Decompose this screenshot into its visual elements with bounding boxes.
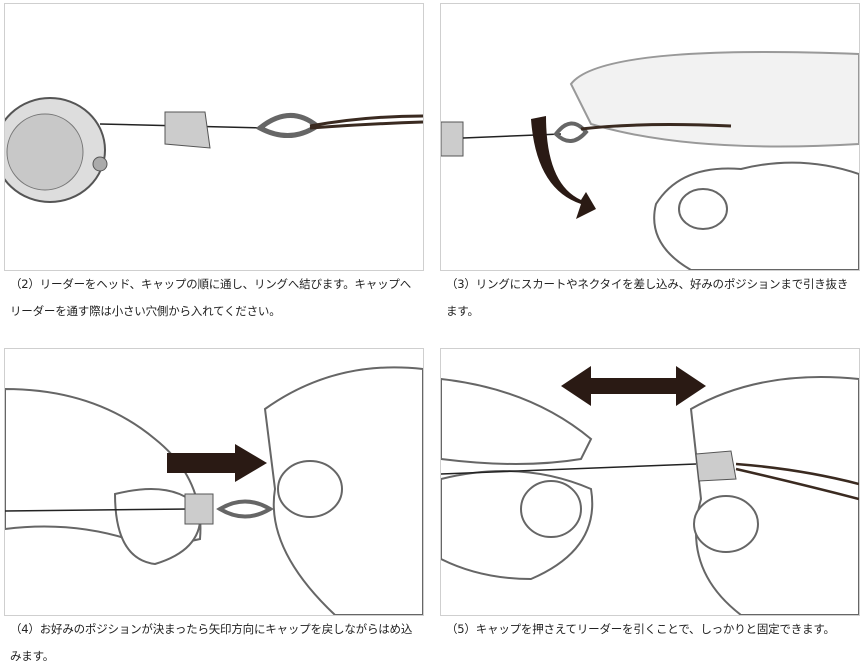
step-3: （3）リングにスカートやネクタイを差し込み、好みのポジションまで引き抜きます。 [440, 3, 860, 325]
double-arrow-icon [561, 366, 706, 406]
step-caption: （4）お好みのポジションが決まったら矢印方向にキャップを戻しながらはめ込みます。 [10, 622, 413, 663]
step-2-illustration [4, 3, 424, 271]
step-caption: （5）キャップを押さえてリーダーを引くことで、しっかりと固定できます。 [446, 622, 835, 636]
step-2: （2）リーダーをヘッド、キャップの順に通し、リングへ結びます。キャップへリーダー… [4, 3, 424, 325]
step-4: （4）お好みのポジションが決まったら矢印方向にキャップを戻しながらはめ込みます。 [4, 348, 424, 670]
arrow-right-icon [167, 444, 267, 482]
right-hand-illustration [263, 366, 423, 615]
cap-illustration [164, 111, 211, 149]
left-hand-illustration [441, 377, 593, 465]
right-hand-illustration [689, 376, 859, 615]
step-4-illustration [4, 348, 424, 616]
ring-illustration [255, 113, 322, 138]
step-5-illustration [440, 348, 860, 616]
step-3-illustration [440, 3, 860, 271]
step-5: （5）キャップを押さえてリーダーを引くことで、しっかりと固定できます。 [440, 348, 860, 643]
step-caption: （3）リングにスカートやネクタイを差し込み、好みのポジションまで引き抜きます。 [446, 277, 849, 318]
jig-head-illustration [5, 97, 108, 203]
skirt-illustration [569, 51, 859, 148]
arrow-icon [531, 116, 596, 219]
step-caption: （2）リーダーをヘッド、キャップの順に通し、リングへ結びます。キャップへリーダー… [10, 277, 412, 318]
